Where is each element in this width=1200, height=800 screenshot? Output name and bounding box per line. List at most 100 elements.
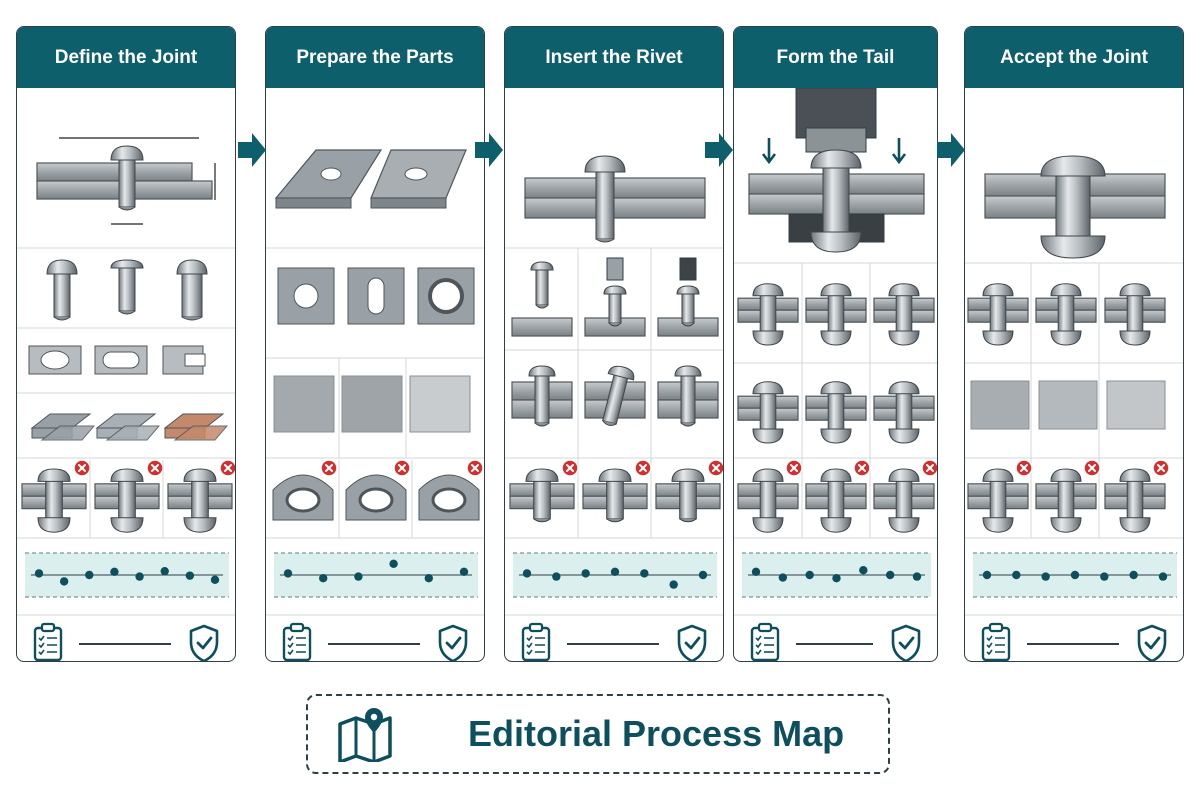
run-chart-point <box>885 570 895 580</box>
rivet <box>602 365 635 426</box>
step-column-4: Form the Tail <box>733 26 938 662</box>
clipboard-checklist-icon <box>33 622 63 661</box>
run-chart-point <box>751 567 761 576</box>
step-column-3: Insert the Rivet <box>504 26 724 662</box>
down-arrow-icon <box>891 138 907 165</box>
run-chart-point <box>1041 572 1050 581</box>
run-chart-point <box>640 569 649 578</box>
run-chart-point <box>610 567 620 576</box>
step-title: Define the Joint <box>17 27 235 88</box>
rejected-tails-icon <box>737 459 937 533</box>
step-column-5: Accept the Joint <box>964 26 1184 662</box>
rejected-rivets-icon <box>21 459 235 533</box>
run-chart-point <box>185 571 195 580</box>
run-chart-point <box>135 572 144 581</box>
formed-tails-icon <box>737 283 935 346</box>
reject-badge-icon <box>146 459 164 477</box>
clipboard-checklist-icon <box>981 622 1011 661</box>
step-4-illustrations <box>734 88 937 661</box>
reject-badge-icon <box>634 459 652 477</box>
run-chart <box>973 552 1177 598</box>
shield-check-icon <box>891 624 921 661</box>
shield-check-icon <box>677 624 707 661</box>
run-chart <box>25 552 229 598</box>
run-chart-point <box>283 569 293 578</box>
process-map-title: Editorial Process Map <box>468 713 845 754</box>
reject-badge-icon <box>73 459 91 477</box>
rivet <box>528 365 556 427</box>
finished-joint-icon <box>984 155 1166 259</box>
run-chart-point <box>85 570 94 580</box>
accepted-joints-icon <box>967 283 1166 346</box>
reject-badge-icon <box>320 459 338 477</box>
surface-check-icon <box>970 380 1166 430</box>
run-chart-point <box>669 580 678 589</box>
reject-badge-icon <box>707 459 723 477</box>
drilled-plates-icon <box>274 149 467 209</box>
tail-profiles-icon <box>737 381 935 444</box>
rejected-insertion-icon <box>509 459 723 523</box>
run-chart-point <box>522 569 532 578</box>
run-chart-point <box>859 566 868 575</box>
run-chart-point <box>1129 570 1138 580</box>
run-chart-point <box>1070 570 1080 580</box>
run-chart-point <box>389 559 398 568</box>
run-chart-point <box>1158 572 1168 581</box>
step-arrow-icon <box>705 133 733 167</box>
reject-badge-icon <box>561 459 579 477</box>
hole-shapes-icon <box>28 345 206 375</box>
step-arrow-icon <box>238 133 266 167</box>
rivet-in-plates-icon <box>524 155 706 243</box>
reject-badge-icon <box>921 459 937 477</box>
run-chart-point <box>34 569 44 578</box>
plate-materials-icon <box>30 413 229 441</box>
process-map-banner: Editorial Process Map <box>306 694 890 774</box>
run-chart-point <box>778 573 788 582</box>
step-arrow-icon <box>937 133 965 167</box>
step-2-illustrations <box>266 149 484 661</box>
step-title: Insert the Rivet <box>505 27 723 88</box>
run-chart-point <box>110 567 119 576</box>
checklist-row <box>750 622 921 661</box>
run-chart-point <box>210 575 220 584</box>
alignment-icon <box>511 365 719 427</box>
rejected-holes-icon <box>272 459 484 521</box>
run-chart-point <box>982 570 992 580</box>
run-chart-point <box>698 570 708 580</box>
clipboard-checklist-icon <box>282 622 312 661</box>
reject-badge-icon <box>466 459 484 477</box>
map-pin-icon <box>338 708 392 762</box>
run-chart-point <box>459 567 469 576</box>
checklist-row <box>282 622 468 661</box>
step-5-illustrations <box>965 155 1183 661</box>
step-column-2: Prepare the Parts <box>265 26 485 662</box>
run-chart-point <box>1012 570 1021 580</box>
checklist-row <box>521 622 707 661</box>
reject-badge-icon <box>1015 459 1033 477</box>
run-chart-point <box>354 572 363 581</box>
reject-badge-icon <box>853 459 871 477</box>
joint-section-icon <box>36 137 216 225</box>
run-chart <box>274 552 478 598</box>
down-arrow-icon <box>761 138 777 165</box>
step-column-1: Define the Joint <box>16 26 236 662</box>
run-chart-point <box>552 572 561 581</box>
rivet-head-types-icon <box>46 259 208 321</box>
step-1-illustrations <box>17 137 235 661</box>
shield-check-icon <box>189 624 219 661</box>
reject-badge-icon <box>1083 459 1101 477</box>
run-chart-point <box>424 574 433 583</box>
reject-badge-icon <box>785 459 803 477</box>
run-chart-point <box>805 570 814 580</box>
insertion-sequence-icon <box>511 257 719 337</box>
run-chart-point <box>581 569 590 578</box>
step-arrow-icon <box>475 133 503 167</box>
run-chart-point <box>160 566 169 576</box>
reject-badge-icon <box>219 459 235 477</box>
press-forming-icon <box>748 88 925 253</box>
reject-badge-icon <box>393 459 411 477</box>
reject-badge-icon <box>1152 459 1170 477</box>
run-chart <box>513 552 717 598</box>
step-title: Accept the Joint <box>965 27 1183 88</box>
step-3-illustrations <box>505 155 723 661</box>
